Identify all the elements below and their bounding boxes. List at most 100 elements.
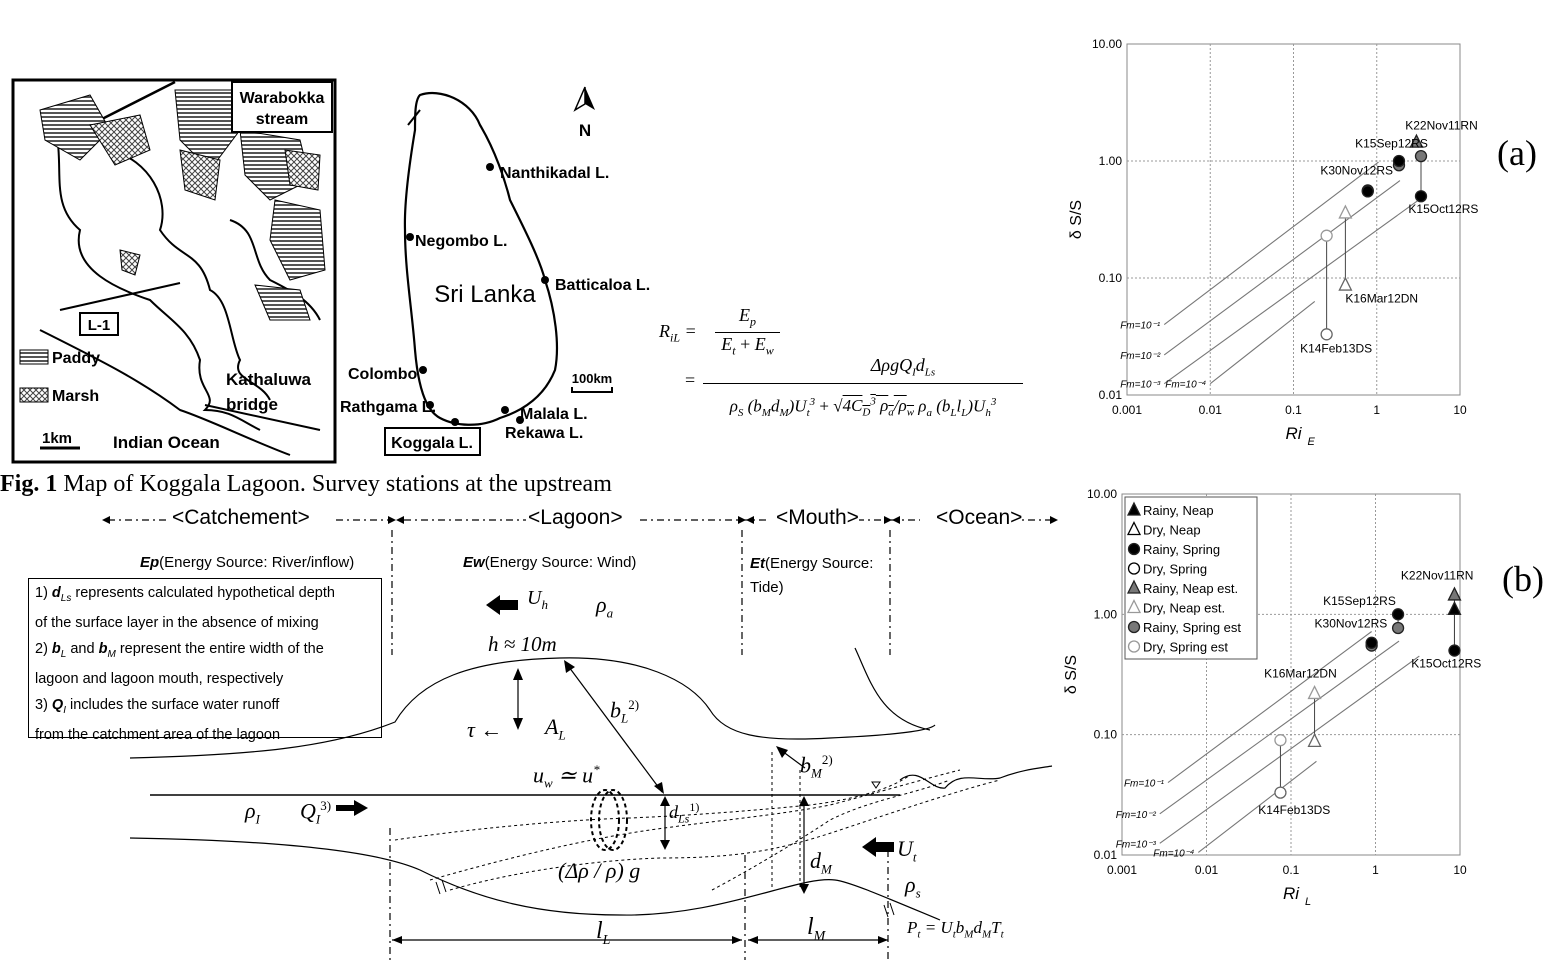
data-point: [1320, 328, 1333, 341]
marsh-legend-label: Marsh: [52, 388, 99, 405]
point-annotation: K22Nov11RN: [1405, 119, 1477, 133]
legend-item: Rainy, Spring: [1127, 542, 1220, 557]
legend-marker: [1126, 579, 1142, 594]
data-point: [1414, 190, 1428, 203]
point-annotation: K14Feb13DS: [1258, 803, 1330, 817]
source-tide: Et(Energy Source:Tide): [750, 555, 874, 596]
symbol-h10: h ≈ 10m: [488, 632, 557, 656]
zone-header: <Catchement> <Lagoon> <Mouth> <Ocean>: [100, 506, 1060, 534]
x-tick-label: 1: [1372, 863, 1379, 877]
figure-caption: Fig. 1 Map of Koggala Lagoon. Survey sta…: [0, 471, 612, 497]
indian-ocean-label: Indian Ocean: [113, 433, 220, 452]
legend-item: Dry, Spring est: [1127, 640, 1228, 655]
fm-label: Fm=10⁻³: [1116, 839, 1157, 850]
x-tick-label: 0.01: [1195, 863, 1219, 877]
lagoon-outline: [39, 80, 321, 456]
legend-label: Rainy, Neap: [1143, 503, 1214, 518]
place-nanthikadal: Nanthikadal L.: [500, 165, 609, 182]
symbol-Uh: Uh: [527, 587, 548, 612]
data-point: [1307, 732, 1322, 747]
point-annotation: K15Sep12RS: [1355, 137, 1428, 151]
legend-label: Rainy, Neap est.: [1143, 581, 1238, 596]
data-point: [1361, 185, 1374, 198]
point-annotation: K22Nov11RN: [1401, 568, 1473, 582]
legend-marker: [1126, 599, 1142, 614]
warabokka-label-2: stream: [256, 111, 308, 128]
fm-label: Fm=10⁻¹: [1124, 779, 1165, 790]
place-koggala: Koggala L.: [391, 435, 473, 452]
marsh-swatch: [19, 387, 49, 403]
point-annotation: K30Nov12RS: [1320, 163, 1393, 177]
y-tick-label: 0.01: [1094, 848, 1118, 862]
legend-label: Rainy, Spring: [1143, 542, 1220, 557]
fm-line: [1167, 631, 1372, 783]
legend-label: Dry, Neap est.: [1143, 601, 1225, 616]
symbol-QI: QI3): [300, 798, 332, 827]
symbol-dLs: dLs1): [669, 800, 700, 826]
legend-item: Rainy, Spring est: [1127, 620, 1241, 635]
point-annotation: K14Feb13DS: [1300, 342, 1372, 356]
north-arrow: [573, 86, 595, 112]
paddy-swatch: [19, 349, 49, 365]
data-point: [1414, 150, 1428, 163]
sri-lanka-label: Sri Lanka: [434, 281, 536, 308]
diagram-symbols: Uh ρa h ≈ 10m bL2) τ ← AL uw ≃ u* bM2) ρ…: [245, 587, 1004, 948]
legend-box: [1124, 496, 1258, 660]
point-annotation: K15Oct12RS: [1411, 657, 1481, 671]
data-point: [1307, 685, 1322, 700]
x-tick-label: 10: [1453, 403, 1467, 417]
fm-line: [1163, 197, 1422, 385]
symbol-rho-a: ρa: [596, 592, 614, 621]
fm-label: Fm=10⁻⁴: [1165, 380, 1206, 391]
y-tick-label: 0.10: [1099, 271, 1123, 285]
fm-line: [1159, 640, 1400, 815]
x-tick-label: 0.1: [1283, 863, 1300, 877]
place-rathgama: Rathgama L.: [340, 399, 436, 416]
data-point: [1447, 600, 1462, 616]
zone-lagoon: <Lagoon>: [528, 506, 623, 530]
zone-mouth: <Mouth>: [776, 506, 859, 530]
data-point: [1274, 786, 1287, 799]
symbol-AL: AL: [545, 714, 566, 743]
point-annotation: K30Nov12RS: [1315, 616, 1388, 630]
kathaluwa-label-2: bridge: [226, 395, 278, 414]
source-wind: Ew(Energy Source: Wind): [463, 554, 637, 571]
x-tick-label: 0.001: [1107, 863, 1137, 877]
x-tick-label: 0.001: [1112, 403, 1142, 417]
data-point: [1409, 133, 1424, 148]
legend-label: Dry, Neap: [1143, 523, 1201, 538]
fm-line: [1163, 180, 1401, 356]
point-annotation: K16Mar12DN: [1345, 291, 1418, 305]
data-point: [1338, 276, 1353, 291]
fm-label: Fm=10⁻⁴: [1153, 848, 1194, 859]
island-scale-label: 100km: [572, 371, 612, 386]
inset-map-frame: [11, 78, 337, 464]
legend-marker: [1127, 562, 1141, 575]
panel-label-b: (b): [1502, 559, 1544, 599]
fm-label: Fm=10⁻²: [1120, 351, 1161, 362]
data-point: [1391, 621, 1405, 635]
north-label: N: [579, 121, 591, 140]
diagram-notes: 1) dLs represents calculated hypothetica…: [28, 578, 382, 743]
legend-label: Dry, Spring est: [1143, 640, 1228, 655]
symbol-rhos: ρs: [905, 872, 921, 901]
place-negombo: Negombo L.: [415, 233, 507, 250]
legend-label: Rainy, Spring est: [1143, 620, 1241, 635]
data-point: [1338, 204, 1353, 219]
point-annotation: K15Sep12RS: [1323, 594, 1396, 608]
y-tick-label: 0.01: [1099, 388, 1123, 402]
x-axis-label: Ri: [1283, 884, 1300, 903]
data-point: [1365, 636, 1378, 649]
y-axis-label: δ S/S: [1063, 655, 1080, 694]
legend-label: Dry, Spring: [1143, 562, 1207, 577]
symbol-uw: uw ≃ u*: [533, 762, 600, 791]
legend-item: Dry, Spring: [1127, 562, 1207, 577]
symbol-tau: τ ←: [467, 717, 503, 742]
data-point: [1320, 229, 1333, 242]
y-tick-label: 10.00: [1092, 37, 1122, 51]
paddy-legend-label: Paddy: [52, 350, 100, 367]
symbol-dM: dM: [810, 848, 832, 877]
y-tick-label: 1.00: [1094, 607, 1118, 621]
warabokka-label: Warabokka: [240, 90, 325, 107]
